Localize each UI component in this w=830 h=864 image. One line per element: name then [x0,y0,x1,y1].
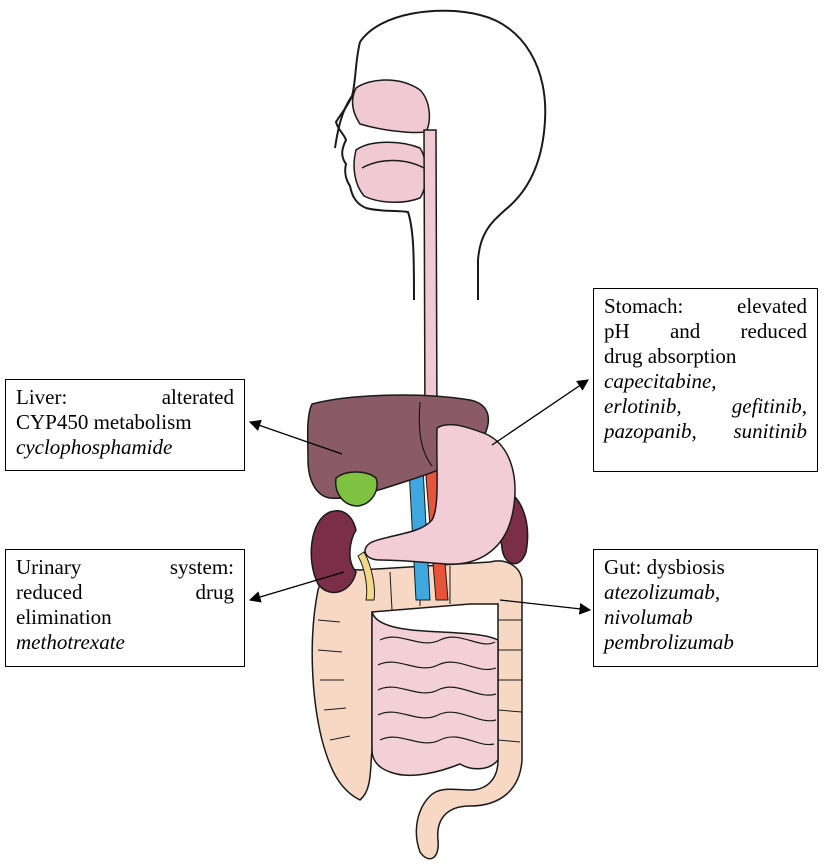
urinary-heading: Urinary system: [16,555,234,579]
stomach-callout: Stomach: elevated pH and reduced drug ab… [593,288,818,472]
stomach-arrow [491,379,589,446]
stomach-heading: Stomach: elevated [604,294,807,318]
liver-drugs: cyclophosphamide [16,435,173,459]
ureter [357,551,375,601]
gut-heading: Gut: dysbiosis [604,555,725,579]
esophagus [423,129,438,431]
small-intestine-loops [377,636,497,746]
liver-arrow [248,419,343,455]
oral-cavity [353,141,427,203]
tongue [361,159,425,169]
urinary-callout: Urinary system: reduced drug elimination… [5,549,245,667]
liver-callout: Liver: alterated CYP450 metabolism cyclo… [5,379,245,471]
face-profile [334,95,415,301]
gut-arrow [499,599,592,615]
urinary-effect-line2: elimination [16,605,112,629]
gut-drugs-line1: atezolizumab, [604,580,721,604]
small-intestine [371,611,499,777]
stomach-drugs-line1: capecitabine, [604,369,717,393]
liver-lobe-line [418,401,433,467]
urinary-arrow [248,571,345,603]
liver-effect: CYP450 metabolism [16,410,192,434]
stomach-drugs-line2: erlotinib, gefitinib, [604,394,807,418]
urinary-effect-line1: reduced drug [16,580,234,604]
stomach-drugs-line3: pazopanib, sunitinib [604,419,807,443]
stomach-effect-line1: pH and reduced [604,319,807,343]
gut-drugs-line3: pembrolizumab [604,630,734,654]
colon [311,560,523,860]
kidney [310,510,357,594]
nasal-cavity [351,79,431,134]
gut-callout: Gut: dysbiosis atezolizumab, nivolumab p… [593,549,818,667]
urinary-drugs: methotrexate [16,630,125,654]
gallbladder [335,471,378,507]
liver-heading: Liver: alterated [16,385,234,409]
gut-drugs-line2: nivolumab [604,605,693,629]
stomach-effect-line2: drug absorption [604,344,737,368]
stomach [364,423,516,565]
